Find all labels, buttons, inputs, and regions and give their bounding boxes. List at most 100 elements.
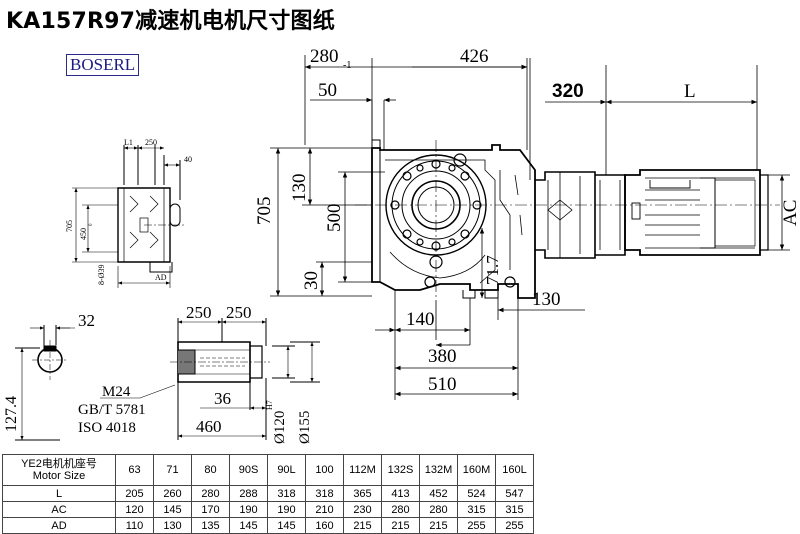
dim-dia-120: Ø120 [272, 411, 288, 444]
dim-127-4: 127.4 [3, 396, 20, 432]
header-cn: YE2电机机座号 [21, 458, 97, 470]
bolt-iso: ISO 4018 [78, 420, 136, 436]
table-row-label: L [2, 485, 116, 502]
dim-71-7: 71.7 [483, 255, 502, 285]
table-cell: 135 [191, 517, 230, 534]
small-8-039: 8-Ø39 [97, 265, 106, 285]
small-L1: L1 [124, 138, 133, 147]
table-cell: 120 [115, 501, 154, 518]
dimension-drawing: 280 -1 426 320 L 50 705 130 500 30 71.7 … [3, 46, 800, 444]
bolt-gbt: GB/T 5781 [78, 402, 146, 418]
table-size-cell: 100 [305, 454, 344, 486]
table-size-cell: 160M [457, 454, 496, 486]
dim-30: 30 [301, 271, 322, 290]
table-cell: 413 [381, 485, 420, 502]
shaft-section [15, 325, 75, 441]
brand-logo: BOSERL [66, 54, 140, 76]
table-cell: 280 [191, 485, 230, 502]
dim-AC: AC [780, 200, 800, 226]
table-cell: 210 [305, 501, 344, 518]
table-cell: 145 [267, 517, 306, 534]
table-cell: 230 [343, 501, 382, 518]
table-cell: 452 [419, 485, 458, 502]
dim-426: 426 [460, 46, 489, 67]
table-cell: 215 [419, 517, 458, 534]
main-dimensions [270, 55, 790, 400]
table-cell: 145 [153, 501, 192, 518]
dim-250-b: 250 [226, 303, 252, 322]
shaft-detail [100, 318, 320, 440]
table-size-cell: 160L [495, 454, 534, 486]
dim-280: 280 [310, 46, 339, 67]
table-cell: 365 [343, 485, 382, 502]
small-250: 250 [145, 138, 157, 147]
table-cell: 318 [267, 485, 306, 502]
table-cell: 110 [115, 517, 154, 534]
table-cell: 315 [457, 501, 496, 518]
table-size-cell: 90L [267, 454, 306, 486]
table-size-cell: 132S [381, 454, 420, 486]
dim-705: 705 [254, 197, 275, 226]
table-cell: 280 [419, 501, 458, 518]
table-cell: 547 [495, 485, 534, 502]
small-AD: AD [155, 273, 167, 282]
table-cell: 215 [343, 517, 382, 534]
table-cell: 255 [495, 517, 534, 534]
table-row-label: AD [2, 517, 116, 534]
dim-320: 320 [552, 81, 584, 102]
table-cell: 260 [153, 485, 192, 502]
table-cell: 145 [229, 517, 268, 534]
table-cell: 318 [305, 485, 344, 502]
table-cell: 160 [305, 517, 344, 534]
page-title: KA157R97减速机电机尺寸图纸 [6, 9, 335, 34]
small-705: 705 [65, 220, 74, 232]
table-cell: 190 [229, 501, 268, 518]
small-450-tol: 0 [89, 223, 94, 226]
table-cell: 205 [115, 485, 154, 502]
dim-dia-120-tol: H7 [265, 400, 274, 410]
dim-130: 130 [289, 174, 310, 203]
table-size-cell: 112M [343, 454, 382, 486]
dim-280-tol: -1 [343, 60, 351, 71]
table-cell: 190 [267, 501, 306, 518]
table-size-cell: 71 [153, 454, 192, 486]
dim-460: 460 [196, 417, 222, 436]
table-cell: 170 [191, 501, 230, 518]
dim-500: 500 [324, 204, 345, 233]
gearbox-housing [371, 144, 536, 299]
dim-250-a: 250 [186, 303, 212, 322]
header-en: Motor Size [32, 470, 86, 482]
table-size-cell: 63 [115, 454, 154, 486]
dim-510: 510 [428, 374, 457, 395]
dim-140: 140 [406, 309, 435, 330]
reducer-stage [535, 171, 596, 259]
dim-130-bottom: 130 [532, 289, 561, 310]
dim-dia-155: Ø155 [297, 411, 313, 444]
table-cell: 524 [457, 485, 496, 502]
dim-36: 36 [214, 389, 231, 408]
table-cell: 315 [495, 501, 534, 518]
dim-32: 32 [78, 311, 95, 330]
table-cell: 255 [457, 517, 496, 534]
table-size-cell: 90S [229, 454, 268, 486]
main-view [355, 139, 780, 300]
motor-body [624, 169, 761, 256]
small-40: 40 [184, 155, 192, 164]
top-view [72, 145, 185, 288]
dim-L: L [684, 81, 696, 102]
table-size-cell: 80 [191, 454, 230, 486]
table-row-label: AC [2, 501, 116, 518]
table-cell: 215 [381, 517, 420, 534]
dim-380: 380 [428, 346, 457, 367]
small-450: 450 [79, 228, 88, 240]
table-cell: 288 [229, 485, 268, 502]
bolt-m24: M24 [102, 384, 131, 400]
table-cell: 280 [381, 501, 420, 518]
table-size-cell: 132M [419, 454, 458, 486]
